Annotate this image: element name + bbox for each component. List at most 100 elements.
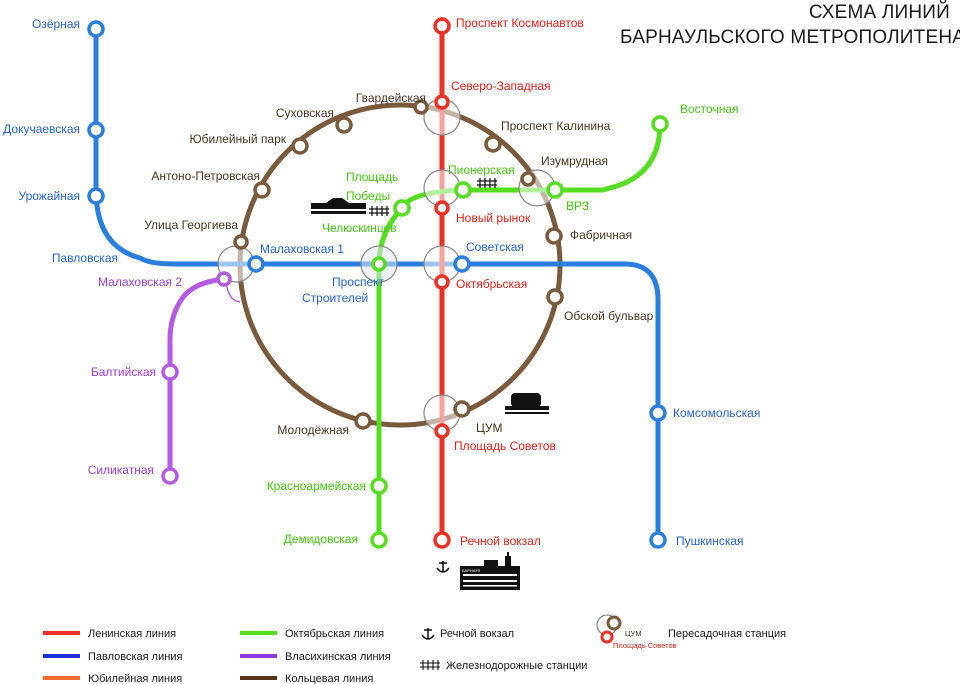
legend-transfer-sample-ploshchad: Площадь Советов (613, 641, 677, 650)
label-ploshchad-pobedy-line2[interactable]: Победы (346, 189, 390, 203)
label-antono-petrovskaya[interactable]: Антоно-Петровская (151, 169, 260, 183)
station-node-antono-petrovskaya[interactable] (253, 181, 271, 199)
river-port-sign: БАРНАУЛ (462, 568, 481, 573)
legend-pavlovskaya: Павловская линия (88, 651, 182, 663)
station-node-fabrichnaya[interactable] (545, 227, 563, 245)
station-node-prospekt-kosmonavtov[interactable] (433, 17, 451, 35)
station-node-baltiyskaya[interactable] (161, 363, 179, 381)
label-novy-rynok[interactable]: Новый рынок (456, 211, 531, 225)
legend-transfer-icon (596, 614, 622, 644)
label-izumrudnaya[interactable]: Изумрудная (541, 154, 608, 168)
station-node-ozyornaya[interactable] (87, 20, 105, 38)
station-node-tsum[interactable] (453, 400, 471, 418)
station-node-prospekt-stroiteley[interactable] (371, 256, 387, 272)
station-node-malakhovskaya-2[interactable] (216, 271, 232, 287)
label-rechnoy-vokzal[interactable]: Речной вокзал (460, 534, 541, 548)
legend-koltsevaya: Кольцевая линия (285, 673, 373, 684)
label-fabrichnaya[interactable]: Фабричная (570, 228, 632, 242)
map-title-line-1: СХЕМА ЛИНИЙ (808, 2, 950, 23)
label-malakhovskaya-1[interactable]: Малаховская 1 (260, 242, 344, 256)
label-chelyuskintsev[interactable]: Челюскинцев (322, 221, 397, 235)
map-title-line-2: БАРНАУЛЬСКОГО МЕТРОПОЛИТЕНА (620, 27, 960, 48)
label-ploshchad-pobedy-line1[interactable]: Площадь (346, 170, 398, 184)
station-node-yubileyny-park[interactable] (291, 137, 309, 155)
legend-railway-icon (420, 660, 440, 670)
station-node-severo-zapadnaya[interactable] (434, 94, 450, 110)
station-node-silikatnaya[interactable] (161, 467, 179, 485)
pavlovskaya-line (93, 29, 661, 540)
label-malakhovskaya-2[interactable]: Малаховская 2 (98, 275, 182, 289)
label-molodyozhnaya[interactable]: Молодёжная (277, 423, 349, 437)
station-node-urozhaynaya[interactable] (87, 187, 105, 205)
river-port-building-icon: БАРНАУЛ (460, 552, 520, 590)
station-node-molodyozhnaya[interactable] (354, 412, 372, 430)
label-pushkinskaya[interactable]: Пушкинская (676, 534, 744, 548)
label-prospekt-kalinina[interactable]: Проспект Калинина (501, 119, 611, 133)
label-baltiyskaya[interactable]: Балтийская (91, 365, 156, 379)
label-vostochnaya[interactable]: Восточная (680, 102, 739, 116)
station-node-rechnoy-vokzal[interactable] (433, 531, 451, 549)
label-krasnoarmeyskaya[interactable]: Красноармейская (267, 479, 366, 493)
label-silikatnaya[interactable]: Силикатная (88, 463, 154, 477)
train-station-building-icon (311, 198, 366, 214)
legend-leninskaya: Ленинская линия (88, 628, 176, 640)
station-node-izumrudnaya[interactable] (520, 171, 536, 187)
station-node-sovetskaya[interactable] (453, 255, 471, 273)
label-pionerskaya[interactable]: Пионерская (448, 163, 515, 177)
station-node-vostochnaya[interactable] (651, 115, 669, 133)
legend-anchor-icon (421, 628, 435, 640)
legend: Ленинская линия Павловская линия Юбилейн… (43, 614, 786, 684)
station-node-prospekt-kalinina[interactable] (484, 135, 502, 153)
label-dokuchaevskaya[interactable]: Докучаевская (3, 122, 80, 136)
station-node-vrz[interactable] (546, 181, 564, 199)
label-sukhovskaya[interactable]: Суховская (276, 106, 334, 120)
map-title: СХЕМА ЛИНИЙ БАРНАУЛЬСКОГО МЕТРОПОЛИТЕНА (620, 0, 960, 50)
legend-transfer-sample-tsum: ЦУМ (625, 629, 642, 638)
legend-yubileynaya: Юбилейная линия (88, 673, 182, 684)
label-gvardeyskaya[interactable]: Гвардейская (356, 91, 426, 105)
station-node-pionerskaya[interactable] (454, 181, 472, 199)
label-tsum[interactable]: ЦУМ (476, 421, 503, 435)
station-node-ulitsa-georgieva[interactable] (233, 234, 249, 250)
label-prospekt-stroiteley-line1[interactable]: Проспект (332, 275, 385, 289)
label-oktyabrskaya[interactable]: Октябрьская (456, 277, 527, 291)
label-vrz[interactable]: ВРЗ (566, 199, 589, 213)
station-node-dokuchaevskaya[interactable] (87, 121, 105, 139)
label-demidovskaya[interactable]: Демидовская (284, 532, 358, 546)
station-node-komsomolskaya[interactable] (649, 404, 667, 422)
legend-transfer: Пересадочная станция (668, 628, 786, 640)
station-node-oktyabrskaya[interactable] (434, 274, 450, 290)
station-node-sukhovskaya[interactable] (335, 116, 353, 134)
label-ploshchad-sovetov[interactable]: Площадь Советов (454, 439, 556, 453)
label-severo-zapadnaya[interactable]: Северо-Западная (451, 79, 551, 93)
label-sovetskaya[interactable]: Советская (466, 240, 524, 254)
label-pavlovskaya[interactable]: Павловская (52, 251, 118, 265)
railway-track-icon (477, 178, 497, 188)
station-node-novy-rynok[interactable] (434, 200, 450, 216)
label-ozyornaya[interactable]: Озёрная (32, 17, 80, 31)
label-urozhaynaya[interactable]: Урожайная (19, 189, 81, 203)
station-node-demidovskaya[interactable] (370, 531, 388, 549)
station-node-malakhovskaya-1[interactable] (247, 255, 265, 273)
station-node-krasnoarmeyskaya[interactable] (370, 477, 388, 495)
label-ulitsa-georgieva[interactable]: Улица Георгиева (144, 218, 238, 232)
label-yubileyny-park[interactable]: Юбилейный парк (190, 132, 287, 146)
station-nodes (87, 17, 669, 549)
label-prospekt-stroiteley-line2[interactable]: Строителей (302, 291, 368, 305)
label-prospekt-kosmonavtov[interactable]: Проспект Космонавтов (456, 16, 584, 30)
label-komsomolskaya[interactable]: Комсомольская (673, 406, 760, 420)
department-store-building-icon (505, 393, 549, 414)
legend-oktyabrskaya: Октябрьская линия (285, 628, 384, 640)
label-obskoy-bulvar[interactable]: Обской бульвар (564, 309, 654, 323)
station-node-gvardeyskaya[interactable] (413, 99, 429, 115)
anchor-icon (436, 561, 450, 573)
station-node-pushkinskaya[interactable] (649, 531, 667, 549)
legend-rechnoy-vokzal: Речной вокзал (440, 628, 514, 640)
station-node-ploshchad-pobedy[interactable] (393, 199, 411, 217)
station-node-ploshchad-sovetov[interactable] (434, 423, 450, 439)
vlasikhinskaya-line (167, 276, 225, 476)
legend-railway: Железнодорожные станции (446, 660, 587, 672)
station-node-obskoy-bulvar[interactable] (546, 288, 564, 306)
railway-track-icon (369, 206, 389, 216)
